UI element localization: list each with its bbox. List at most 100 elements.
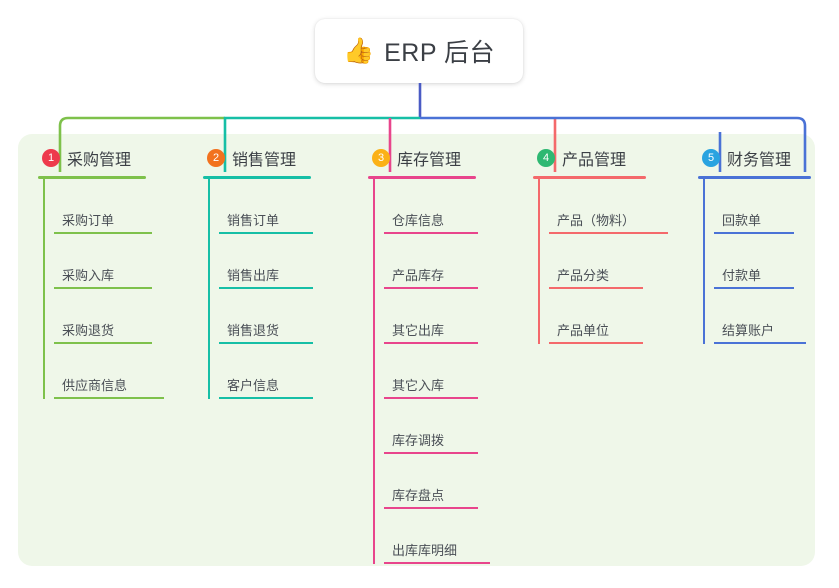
list-item-label: 产品库存 (392, 268, 445, 283)
branch-title-3: 库存管理 (397, 152, 462, 169)
branch-title-1: 采购管理 (67, 152, 132, 169)
branch-3[interactable]: 3 库存管理仓库信息产品库存其它出库其它入库库存调拨库存盘点出库库明细 (368, 146, 490, 564)
list-item[interactable]: 回款单 (714, 179, 811, 234)
list-item[interactable]: 供应商信息 (54, 344, 164, 399)
branch-items-5: 回款单付款单结算账户 (698, 179, 811, 344)
list-item[interactable]: 产品单位 (549, 289, 646, 344)
list-item[interactable]: 采购退货 (54, 289, 152, 344)
list-item-label: 库存盘点 (392, 488, 445, 503)
list-item-label: 采购订单 (62, 213, 115, 228)
list-item-label: 出库库明细 (392, 543, 458, 558)
list-item-underline (219, 287, 313, 289)
list-item[interactable]: 库存调拨 (384, 399, 478, 454)
branch-items-4: 产品（物料） 产品分类产品单位 (533, 179, 668, 344)
list-item-underline (714, 232, 794, 234)
branch-badge-1: 1 (42, 149, 60, 167)
root-node[interactable]: 👍 ERP 后台 (315, 19, 523, 83)
list-item[interactable]: 产品分类 (549, 234, 646, 289)
list-item-underline (384, 287, 478, 289)
list-item-label: 库存调拨 (392, 433, 445, 448)
list-item[interactable]: 出库库明细 (384, 509, 490, 564)
thumbs-up-icon: 👍 (342, 36, 375, 65)
list-item-underline (219, 397, 313, 399)
list-item[interactable]: 产品（物料） (549, 179, 668, 234)
branch-title-5: 财务管理 (727, 152, 792, 169)
list-item-underline (549, 232, 668, 234)
branch-items-1: 采购订单采购入库采购退货供应商信息 (38, 179, 164, 399)
list-item-label: 仓库信息 (392, 213, 445, 228)
branch-header-2[interactable]: 2 销售管理 (203, 146, 311, 170)
list-item-label: 结算账户 (722, 323, 775, 338)
branch-spine-3 (373, 179, 375, 564)
branch-underline-4 (533, 176, 646, 179)
list-item[interactable]: 结算账户 (714, 289, 811, 344)
list-item[interactable]: 付款单 (714, 234, 811, 289)
list-item[interactable]: 销售退货 (219, 289, 313, 344)
branch-badge-4: 4 (537, 149, 555, 167)
branch-4[interactable]: 4 产品管理产品（物料） 产品分类产品单位 (533, 146, 668, 344)
list-item-underline (54, 287, 152, 289)
root-node-title: ERP 后台 (384, 39, 496, 67)
list-item[interactable]: 库存盘点 (384, 454, 478, 509)
list-item-label: 采购退货 (62, 323, 115, 338)
list-item-underline (384, 342, 478, 344)
list-item-underline (54, 342, 152, 344)
list-item-label: 销售出库 (227, 268, 280, 283)
branch-badge-3: 3 (372, 149, 390, 167)
list-item-label: 产品（物料） (557, 213, 636, 228)
diagram-panel (18, 134, 815, 566)
list-item[interactable]: 采购订单 (54, 179, 152, 234)
list-item-label: 其它入库 (392, 378, 445, 393)
list-item-underline (384, 452, 478, 454)
list-item-underline (219, 342, 313, 344)
list-item-underline (549, 342, 643, 344)
list-item[interactable]: 其它入库 (384, 344, 478, 399)
list-item-label: 产品单位 (557, 323, 610, 338)
branch-spine-1 (43, 179, 45, 399)
list-item-label: 采购入库 (62, 268, 115, 283)
branch-items-2: 销售订单销售出库销售退货客户信息 (203, 179, 313, 399)
list-item[interactable]: 仓库信息 (384, 179, 478, 234)
list-item-label: 付款单 (722, 268, 762, 283)
list-item[interactable]: 采购入库 (54, 234, 152, 289)
branch-underline-5 (698, 176, 811, 179)
list-item[interactable]: 销售订单 (219, 179, 313, 234)
list-item-underline (384, 232, 478, 234)
branch-underline-2 (203, 176, 311, 179)
list-item[interactable]: 产品库存 (384, 234, 478, 289)
branch-underline-1 (38, 176, 146, 179)
branch-underline-3 (368, 176, 476, 179)
list-item-label: 销售订单 (227, 213, 280, 228)
list-item[interactable]: 销售出库 (219, 234, 313, 289)
branch-items-3: 仓库信息产品库存其它出库其它入库库存调拨库存盘点出库库明细 (368, 179, 490, 564)
branch-5[interactable]: 5 财务管理回款单付款单结算账户 (698, 146, 811, 344)
branch-2[interactable]: 2 销售管理销售订单销售出库销售退货客户信息 (203, 146, 313, 399)
list-item[interactable]: 客户信息 (219, 344, 313, 399)
branch-spine-4 (538, 179, 540, 344)
list-item-label: 供应商信息 (62, 378, 128, 393)
list-item-underline (384, 397, 478, 399)
list-item-label: 其它出库 (392, 323, 445, 338)
branch-badge-5: 5 (702, 149, 720, 167)
branch-header-5[interactable]: 5 财务管理 (698, 146, 811, 170)
list-item-underline (714, 342, 806, 344)
list-item-underline (384, 507, 478, 509)
list-item-label: 客户信息 (227, 378, 280, 393)
list-item-underline (384, 562, 490, 564)
branch-header-3[interactable]: 3 库存管理 (368, 146, 476, 170)
list-item-underline (549, 287, 643, 289)
branch-header-4[interactable]: 4 产品管理 (533, 146, 646, 170)
branch-title-2: 销售管理 (232, 152, 297, 169)
branch-header-1[interactable]: 1 采购管理 (38, 146, 146, 170)
list-item[interactable]: 其它出库 (384, 289, 478, 344)
list-item-label: 回款单 (722, 213, 762, 228)
branch-spine-5 (703, 179, 705, 344)
branch-1[interactable]: 1 采购管理采购订单采购入库采购退货供应商信息 (38, 146, 164, 399)
list-item-label: 销售退货 (227, 323, 280, 338)
branch-badge-2: 2 (207, 149, 225, 167)
list-item-label: 产品分类 (557, 268, 610, 283)
list-item-underline (54, 232, 152, 234)
branch-title-4: 产品管理 (562, 152, 627, 169)
list-item-underline (219, 232, 313, 234)
